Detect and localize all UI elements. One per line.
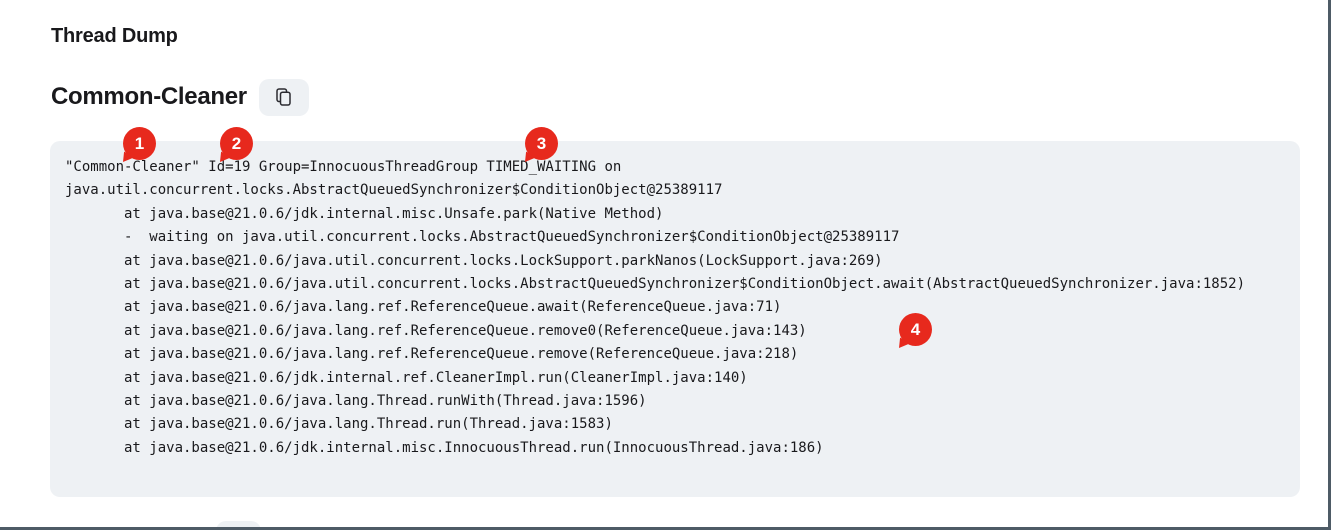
thread-dump-code-block: "Common-Cleaner" Id=19 Group=InnocuousTh… [50, 141, 1300, 497]
copy-button[interactable] [258, 78, 309, 116]
window-border-bottom [0, 527, 1331, 530]
copy-icon [276, 88, 292, 106]
page-title: Thread Dump [51, 25, 178, 47]
callout-1: 1 [123, 127, 156, 160]
section-header: Common-Cleaner [51, 78, 309, 116]
callout-3: 3 [525, 127, 558, 160]
callout-2: 2 [220, 127, 253, 160]
section-heading: Common-Cleaner [51, 83, 247, 110]
callout-4: 4 [899, 313, 932, 346]
next-section-copy-button-partial[interactable] [216, 521, 261, 530]
window-border-right [1328, 0, 1331, 530]
